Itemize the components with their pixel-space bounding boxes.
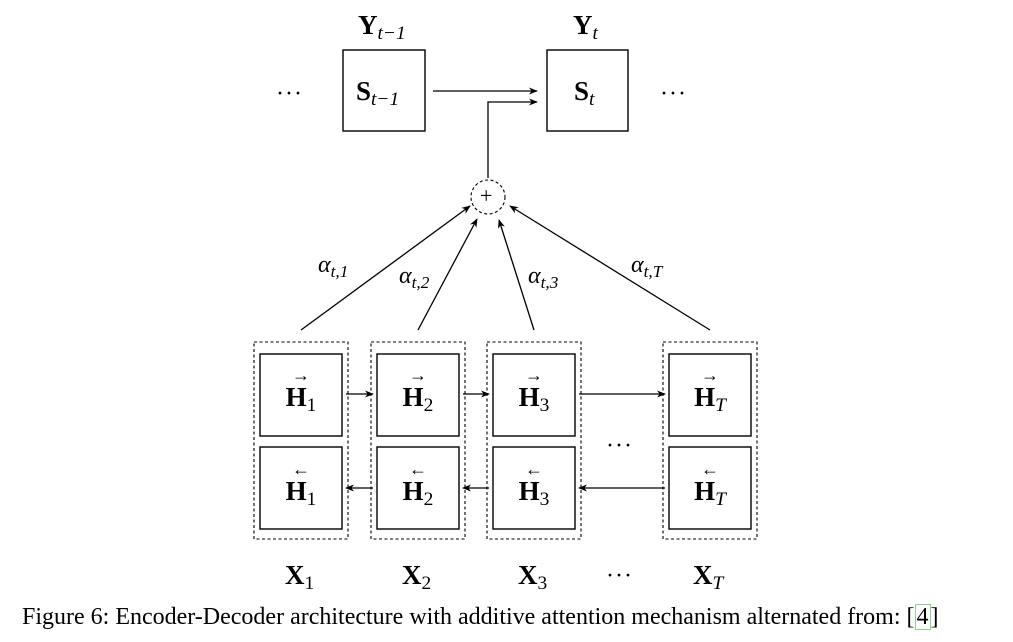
- decoder-state-prev-box: [342, 49, 426, 132]
- fwd-cell-1: [259, 353, 343, 437]
- attention-weight-1: αt,1: [318, 252, 349, 281]
- sum-node: [470, 179, 506, 215]
- decoder-left-ellipsis: ···: [276, 81, 303, 107]
- bwd-cell-3: [492, 446, 576, 530]
- input-ellipsis: ···: [606, 563, 633, 589]
- encoder-middle-ellipsis: ···: [606, 433, 633, 459]
- encoder-group-2: [370, 341, 466, 540]
- fwd-state-label-3: →H3: [518, 365, 550, 417]
- bwd-state-label-T: ←HT: [694, 459, 726, 511]
- input-label-3: X3: [518, 560, 548, 595]
- attention-weight-3: αt,3: [528, 263, 559, 292]
- bwd-state-label-1: ←H1: [285, 459, 317, 511]
- decoder-right-ellipsis: ···: [660, 81, 687, 107]
- input-label-T: XT: [693, 560, 724, 595]
- caption-close: ]: [930, 604, 939, 630]
- bwd-cell-T: [668, 446, 752, 530]
- input-label-1: X1: [285, 560, 315, 595]
- attention-arrow-2: [417, 218, 478, 331]
- decoder-state-cur-box: [546, 49, 629, 132]
- input-label-2: X2: [402, 560, 432, 595]
- context-to-state-arrow: [487, 98, 538, 178]
- fwd-state-label-1: →H1: [285, 365, 317, 417]
- fwd-cell-3: [492, 353, 576, 437]
- citation-link[interactable]: 4: [914, 604, 931, 630]
- fwd-cell-T: [668, 353, 752, 437]
- bwd-cell-1: [259, 446, 343, 530]
- attention-weight-2: αt,2: [399, 263, 430, 292]
- attention-weight-T: αt,T: [631, 252, 663, 281]
- attention-arrow-3: [498, 219, 535, 331]
- state-label-prev: St−1: [356, 76, 400, 111]
- bwd-state-label-2: ←H2: [402, 459, 434, 511]
- encoder-group-T: [662, 341, 758, 540]
- figure-caption: Figure 6: Encoder-Decoder architecture w…: [22, 604, 939, 631]
- caption-text: Figure 6: Encoder-Decoder architecture w…: [22, 604, 915, 630]
- fwd-state-label-T: →HT: [694, 365, 726, 417]
- bwd-state-label-3: ←H3: [518, 459, 550, 511]
- output-label-cur: Yt: [573, 10, 598, 45]
- bwd-cell-2: [376, 446, 460, 530]
- output-label-prev: Yt−1: [358, 10, 406, 45]
- fwd-cell-2: [376, 353, 460, 437]
- sum-symbol: +: [480, 183, 493, 208]
- encoder-group-3: [486, 341, 582, 540]
- state-label-cur: St: [574, 76, 595, 111]
- attention-arrow-1: [300, 205, 471, 331]
- encoder-group-1: [253, 341, 349, 540]
- fwd-state-label-2: →H2: [402, 365, 434, 417]
- attention-arrow-T: [509, 205, 711, 331]
